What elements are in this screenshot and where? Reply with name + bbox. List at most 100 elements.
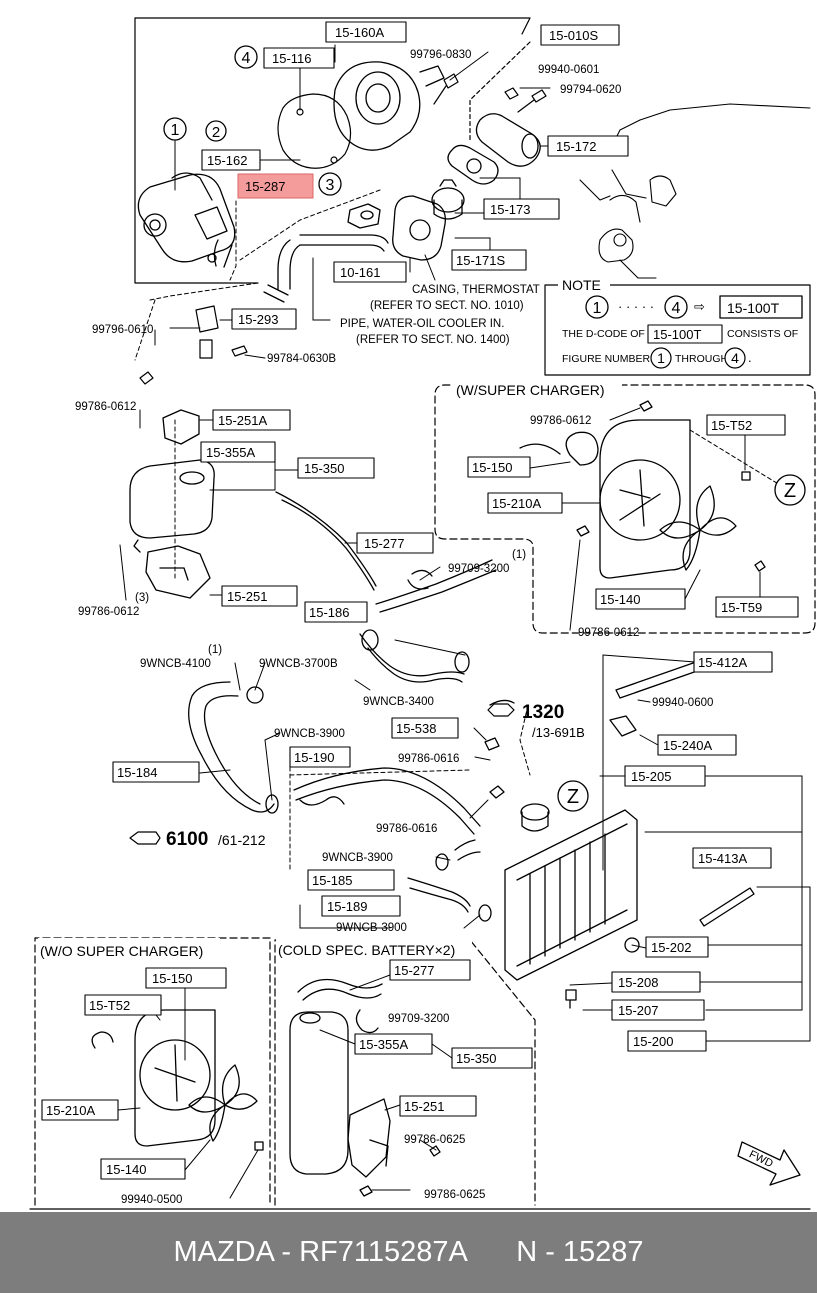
part-label: 9WNCB-4100 — [140, 658, 211, 670]
part-label: 15-140 — [600, 592, 640, 607]
note-line3-end: . — [748, 350, 752, 365]
bracket-drawing — [139, 305, 248, 385]
casing-ref: (REFER TO SECT. NO. 1010) — [370, 300, 524, 312]
part-label: 15-190 — [294, 750, 334, 765]
part-label: 9WNCB-3900 — [322, 852, 393, 864]
part-label: 15-160A — [335, 25, 384, 40]
footer-gap — [468, 1236, 516, 1269]
hose-drawings — [188, 491, 515, 922]
part-label: 15-202 — [651, 940, 691, 955]
part-label: 15-412A — [698, 655, 747, 670]
thermostat-casing-drawing — [263, 195, 446, 303]
wo-super-charger-fan-drawing — [91, 1009, 264, 1151]
note-arrow: ⇨ — [694, 299, 705, 314]
quantity-note: (1) — [208, 644, 222, 656]
notes: CASING, THERMOSTAT (REFER TO SECT. NO. 1… — [135, 284, 540, 656]
circled-marker-texts: 1 2 3 4 Z Z — [171, 50, 797, 808]
part-label: 99786-0625 — [404, 1134, 465, 1146]
super-charger-frame — [434, 384, 816, 634]
part-labels: 15-160A 15-010S 15-116 99796-0830 99940-… — [46, 25, 762, 1206]
highlighted-part-label: 15-287 — [245, 179, 285, 194]
part-label: 9WNCB-3900 — [336, 922, 407, 934]
part-label: 15-208 — [618, 975, 658, 990]
note-line3-a: FIGURE NUMBERS — [562, 353, 657, 365]
part-label: 15-173 — [490, 202, 530, 217]
note-line2-a: THE D-CODE OF — [562, 328, 645, 340]
figure-number-1: 1 — [171, 122, 180, 139]
part-label: 15-413A — [698, 851, 747, 866]
ref-1320-arrow — [487, 703, 515, 717]
section-headings: (W/SUPER CHARGER) (W/O SUPER CHARGER) (C… — [38, 380, 622, 959]
note-line3-b: THROUGH — [675, 353, 728, 365]
note-figure-1: 1 — [593, 300, 602, 317]
ref-13-691b: /13-691B — [532, 725, 585, 740]
part-label: 15-186 — [309, 605, 349, 620]
part-label: 15-150 — [472, 460, 512, 475]
part-label: 9WNCB-3400 — [363, 696, 434, 708]
part-label: 99796-0830 — [410, 49, 471, 61]
wo-super-charger-heading: (W/O SUPER CHARGER) — [40, 943, 203, 959]
super-charger-heading: (W/SUPER CHARGER) — [456, 382, 605, 398]
thermostat-cover-drawing — [447, 113, 541, 185]
part-label: 99786-0612 — [78, 606, 139, 618]
super-charger-fan-drawing — [519, 400, 766, 579]
part-label: 15-205 — [631, 769, 671, 784]
pipe-ref: (REFER TO SECT. NO. 1400) — [356, 334, 510, 346]
part-label: 99709-3200 — [388, 1013, 449, 1025]
part-label: 15-171S — [456, 253, 505, 268]
part-label: 15-184 — [117, 765, 157, 780]
part-label: 15-251 — [227, 589, 267, 604]
cold-spec-drawing — [289, 978, 441, 1197]
part-label: 15-355A — [359, 1037, 408, 1052]
part-label: 99786-0612 — [578, 627, 639, 639]
radiator-leaders — [119, 409, 811, 1042]
part-label: 15-162 — [207, 153, 247, 168]
casing-note: CASING, THERMOSTAT — [412, 284, 540, 296]
note-line2-b: CONSISTS OF — [727, 328, 798, 340]
note-figure-1-inline: 1 — [657, 350, 665, 366]
part-label: 15-140 — [106, 1162, 146, 1177]
section-refs: 1320 /13-691B 6100 /61-212 — [166, 702, 585, 850]
part-label: 15-251 — [404, 1099, 444, 1114]
cold-spec-heading: (COLD SPEC. BATTERY×2) — [278, 942, 455, 958]
quantity-note: (1) — [512, 549, 526, 561]
part-label: 9WNCB-3900 — [274, 728, 345, 740]
parts-diagram: FWD — [29, 17, 816, 1210]
cold-spec-leaders — [319, 974, 453, 1191]
part-label: 15-277 — [394, 963, 434, 978]
thermostat-drawing — [431, 179, 465, 220]
part-label: 15-T52 — [89, 998, 130, 1013]
part-label: 15-T59 — [721, 600, 762, 615]
part-label: 15-150 — [152, 971, 192, 986]
part-label: 99940-0500 — [121, 1194, 182, 1206]
ref-61-212: /61-212 — [218, 832, 266, 848]
part-label: 99786-0616 — [376, 823, 437, 835]
diagram-reference: N - 15287 — [516, 1236, 644, 1268]
note-line2-code: 15-100T — [653, 327, 701, 342]
part-label: 99786-0612 — [75, 401, 136, 413]
super-charger-leaders — [529, 407, 781, 631]
note-title: NOTE — [562, 277, 601, 293]
ref-6100-arrow — [129, 831, 161, 845]
part-label: 99784-0630B — [267, 353, 336, 365]
figure-number-3: 3 — [326, 177, 335, 194]
ref-1320: 1320 — [522, 702, 564, 723]
reservoir-drawing — [129, 409, 215, 599]
part-label: 99796-0610 — [92, 324, 153, 336]
part-label: 15-240A — [663, 738, 712, 753]
gasket-drawing — [277, 93, 352, 169]
part-label: 15-200 — [633, 1034, 673, 1049]
pipe-note: PIPE, WATER-OIL COOLER IN. — [340, 318, 504, 330]
part-label: 15-277 — [364, 536, 404, 551]
part-label: 15-251A — [218, 413, 267, 428]
note-box: NOTE 1 · · · · · 4 ⇨ 15-100T THE D-CODE … — [544, 277, 811, 376]
note-figure-4-inline: 4 — [731, 350, 739, 366]
part-label: 99709-3200 — [448, 563, 509, 575]
part-number-footer: MAZDA - RF7115287A N - 15287 — [0, 1212, 817, 1293]
view-marker-z: Z — [567, 786, 579, 808]
part-label: 99794-0620 — [560, 84, 621, 96]
part-label: 99940-0600 — [652, 697, 713, 709]
note-dots: · · · · · — [618, 299, 654, 314]
part-label: 99786-0625 — [424, 1189, 485, 1201]
figure-number-2: 2 — [212, 124, 220, 141]
